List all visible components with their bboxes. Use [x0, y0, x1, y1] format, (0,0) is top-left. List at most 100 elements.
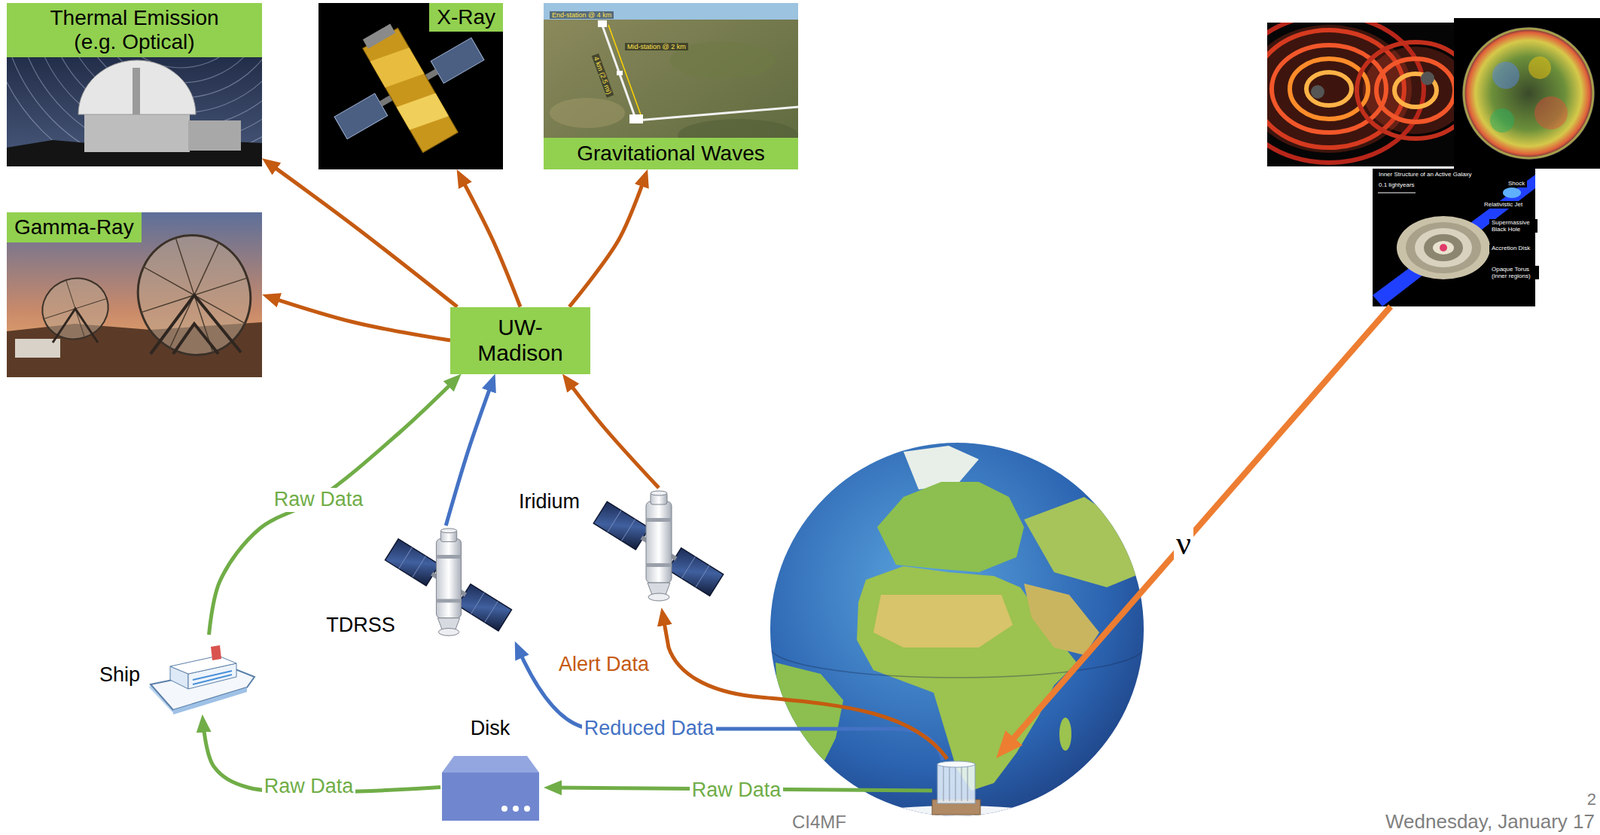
disk-icon — [441, 755, 540, 773]
active-galaxy-figure — [1405, 222, 1482, 274]
disk-icon — [441, 755, 540, 821]
photo-annotation: 4 km (2.5 mi) — [591, 53, 614, 98]
icon-label: Iridium — [518, 490, 580, 514]
gamma-ray-telescope-photo — [52, 308, 98, 343]
observatory-photo — [150, 3, 211, 23]
active-galaxy-figure — [1372, 168, 1536, 307]
x-ray-satellite-photo — [318, 3, 503, 170]
gamma-ray-telescope-photo — [34, 269, 116, 348]
icon-label: Ship — [99, 663, 141, 687]
data-link — [549, 787, 933, 791]
photo-annotation: Mid-station @ 2 km — [624, 42, 689, 51]
disk-icon — [501, 805, 508, 812]
supernova-remnant-image — [1462, 27, 1595, 160]
gravitational-wave-observatory-photo — [543, 3, 799, 20]
observatory-photo — [6, 3, 263, 167]
supernova-remnant-image — [1490, 108, 1515, 133]
panel-heading-box: X-Ray — [318, 3, 503, 170]
gamma-ray-telescope-photo — [122, 220, 263, 370]
gamma-ray-telescope-photo — [34, 269, 116, 348]
disk-icon — [441, 772, 540, 821]
process-box: UW- Madison — [450, 307, 591, 375]
earth-globe — [770, 442, 1144, 835]
gravitational-wave-observatory-photo — [549, 97, 625, 128]
observatory-photo — [135, 3, 226, 38]
neutrino-detector — [937, 764, 976, 804]
gravitational-wave-observatory-photo — [543, 3, 799, 170]
satellite-icon — [384, 490, 723, 636]
earth-globe — [1024, 583, 1100, 656]
ship-node: Ship — [147, 634, 256, 715]
observatory-photo — [105, 3, 256, 68]
neutrino-detector — [932, 761, 981, 815]
observatory-photo — [6, 3, 263, 167]
satellite-icon — [593, 490, 723, 601]
figure-annotation: Supermassive Black Hole — [1489, 219, 1538, 233]
satellite-node: Iridium — [587, 487, 731, 609]
panel-heading-box: Gamma-Ray — [6, 212, 263, 378]
gamma-ray-telescope-photo — [34, 269, 116, 348]
observatory-photo — [6, 3, 263, 167]
gamma-ray-telescope-photo — [122, 220, 263, 370]
figure-annotation: Opaque Torus (inner regions) — [1489, 265, 1540, 280]
photo-annotation: End-station @ 4 km — [549, 11, 614, 19]
x-ray-satellite-photo — [396, 86, 449, 137]
observatory-photo — [78, 60, 196, 115]
flow-arrow — [569, 174, 646, 307]
neutrino-detector — [943, 766, 968, 802]
x-ray-satellite-photo — [362, 24, 396, 49]
figure-annotation: Accretion Disk — [1489, 244, 1533, 252]
data-link — [662, 613, 948, 759]
active-galaxy-figure — [1439, 243, 1448, 252]
ship-icon — [170, 655, 237, 674]
x-ray-satellite-photo — [318, 3, 503, 170]
panel-heading: Thermal Emission (e.g. Optical) — [6, 3, 263, 58]
gravitational-wave-observatory-photo — [616, 70, 623, 76]
gravitational-wave-observatory-photo — [543, 3, 799, 170]
gravitational-wave-observatory-photo — [629, 114, 644, 124]
observatory-photo — [15, 3, 263, 159]
panel-heading: Gravitational Waves — [543, 137, 799, 170]
active-galaxy-figure — [1423, 234, 1463, 262]
black-hole-merger-image — [1267, 22, 1454, 163]
icon-label: TDRSS — [326, 613, 396, 637]
panel-heading-box: Gravitational Waves — [543, 3, 799, 170]
panel-heading: Gamma-Ray — [6, 212, 142, 243]
x-ray-satellite-photo — [430, 37, 485, 83]
active-galaxy-figure — [1432, 240, 1454, 255]
ship-icon — [149, 645, 255, 715]
figure-annotation: Relativistic Jet — [1481, 201, 1525, 208]
x-ray-satellite-photo — [318, 3, 503, 170]
flow-arrow — [202, 720, 441, 793]
x-ray-satellite-photo — [370, 41, 425, 95]
ship-icon — [173, 687, 247, 715]
supernova-remnant-image — [1453, 18, 1600, 169]
footer-date: Wednesday, January 17 — [1385, 810, 1595, 834]
earth-globe — [1024, 496, 1144, 588]
earth-globe — [1059, 717, 1072, 751]
particle-symbol: ν — [1173, 524, 1194, 564]
data-link — [517, 613, 948, 791]
black-hole-merger-image — [1306, 72, 1352, 106]
black-hole-merger-image — [1310, 85, 1325, 99]
panel-heading-box: Thermal Emission (e.g. Optical) — [6, 3, 263, 167]
observatory-photo — [188, 120, 241, 151]
gamma-ray-telescope-photo — [122, 220, 263, 370]
flow-arrow — [266, 161, 458, 308]
disk-icon — [512, 805, 519, 812]
flow-label: Raw Data — [689, 778, 784, 802]
satellite-icon — [384, 528, 512, 636]
flow-label: Reduced Data — [582, 716, 717, 741]
supernova-remnant-image — [1463, 28, 1594, 159]
data-link — [517, 646, 943, 761]
black-hole-merger-image — [1356, 42, 1454, 139]
supernova-remnant-image — [1528, 56, 1552, 80]
footer-text: CI4MF — [792, 811, 847, 833]
neutrino-path — [1002, 306, 1391, 752]
gravitational-wave-observatory-photo — [608, 24, 643, 119]
gravitational-wave-observatory-photo — [602, 25, 637, 121]
ship-icon — [192, 670, 232, 685]
supernova-remnant-image — [1492, 61, 1520, 89]
